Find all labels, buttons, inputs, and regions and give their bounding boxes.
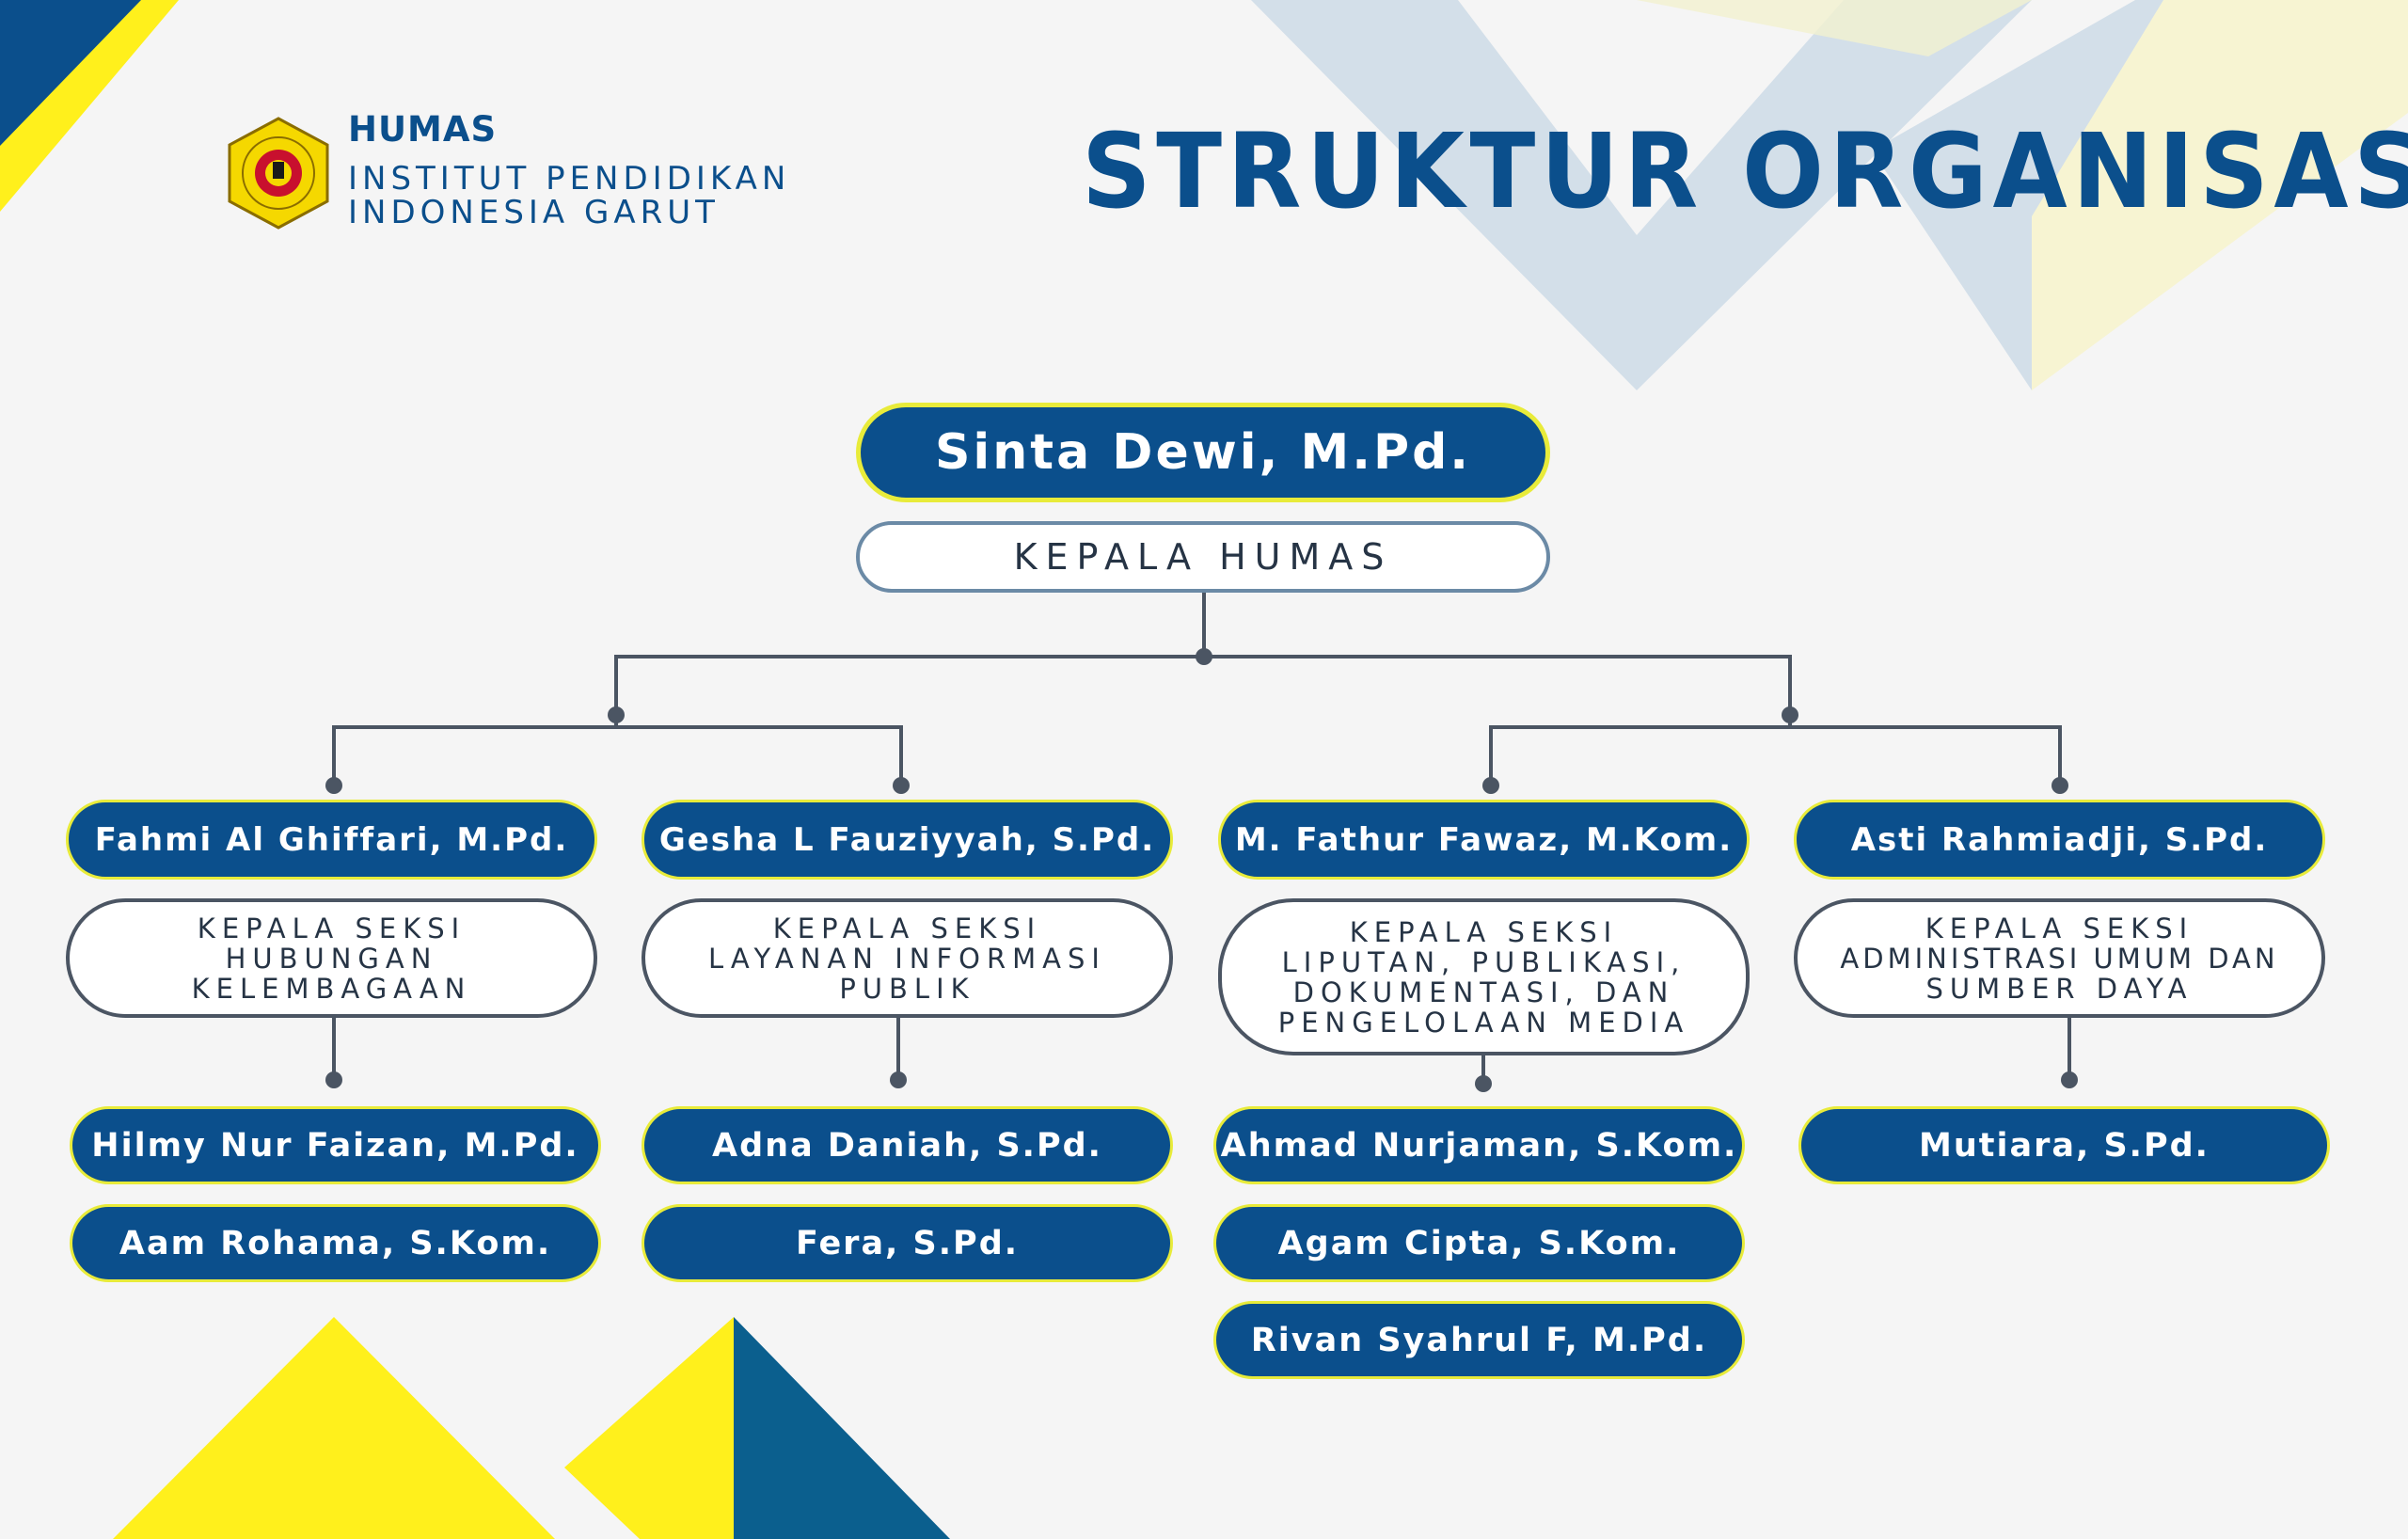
section-role-line: LIPUTAN, PUBLIKASI, xyxy=(1281,945,1687,978)
section-role-box: KEPALA SEKSI LAYANAN INFORMASI PUBLIK xyxy=(642,898,1173,1018)
institution-name-line2: INDONESIA GARUT xyxy=(348,194,720,231)
section-role-box: KEPALA SEKSI HUBUNGAN KELEMBAGAAN xyxy=(66,898,597,1018)
section-head-pill: Asti Rahmiadji, S.Pd. xyxy=(1794,800,2325,880)
member-name: Ahmad Nurjaman, S.Kom. xyxy=(1220,1126,1738,1165)
section-head-pill: Fahmi Al Ghiffari, M.Pd. xyxy=(66,800,597,880)
member-pill: Ahmad Nurjaman, S.Kom. xyxy=(1213,1106,1745,1184)
section-head-name: Gesha L Fauziyyah, S.Pd. xyxy=(658,820,1156,859)
section-head-name: M. Fathur Fawaz, M.Kom. xyxy=(1234,820,1734,859)
member-name: Fera, S.Pd. xyxy=(795,1224,1020,1262)
member-pill: Mutiara, S.Pd. xyxy=(1798,1106,2330,1184)
section-role-line: LAYANAN INFORMASI xyxy=(708,942,1106,975)
section-role-line: HUBUNGAN xyxy=(225,942,438,975)
section-role-line: PENGELOLAAN MEDIA xyxy=(1277,1006,1690,1039)
member-pill: Hilmy Nur Faizan, M.Pd. xyxy=(70,1106,601,1184)
member-name: Agam Cipta, S.Kom. xyxy=(1277,1224,1681,1262)
member-pill: Aam Rohama, S.Kom. xyxy=(70,1204,601,1282)
member-pill: Adna Daniah, S.Pd. xyxy=(642,1106,1173,1184)
section-role-box: KEPALA SEKSI ADMINISTRASI UMUM DAN SUMBE… xyxy=(1794,898,2325,1018)
brand-name: HUMAS xyxy=(348,109,498,150)
member-name: Mutiara, S.Pd. xyxy=(1919,1126,2210,1165)
section-head-name: Asti Rahmiadji, S.Pd. xyxy=(1850,820,2269,859)
section-head-name: Fahmi Al Ghiffari, M.Pd. xyxy=(94,820,569,859)
member-pill: Rivan Syahrul F, M.Pd. xyxy=(1213,1301,1745,1379)
section-head-pill: M. Fathur Fawaz, M.Kom. xyxy=(1218,800,1750,880)
section-role-line: ADMINISTRASI UMUM DAN xyxy=(1840,942,2279,975)
section-role-line: KEPALA SEKSI xyxy=(1349,915,1619,948)
section-role-line: PUBLIK xyxy=(839,972,975,1005)
section-role-line: DOKUMENTASI, DAN xyxy=(1292,976,1675,1008)
member-name: Adna Daniah, S.Pd. xyxy=(712,1126,1102,1165)
member-pill: Fera, S.Pd. xyxy=(642,1204,1173,1282)
section-role-line: KEPALA SEKSI xyxy=(1925,912,2194,944)
head-name-pill: Sinta Dewi, M.Pd. xyxy=(856,403,1550,502)
section-role-line: KEPALA SEKSI xyxy=(772,912,1042,944)
section-role-box: KEPALA SEKSI LIPUTAN, PUBLIKASI, DOKUMEN… xyxy=(1218,898,1750,1055)
head-name: Sinta Dewi, M.Pd. xyxy=(934,424,1472,481)
section-role-line: KELEMBAGAAN xyxy=(191,972,472,1005)
head-role: KEPALA HUMAS xyxy=(1013,536,1393,578)
university-seal-icon xyxy=(228,117,329,230)
page-title: STRUKTUR ORGANISASI xyxy=(1082,111,2408,231)
section-head-pill: Gesha L Fauziyyah, S.Pd. xyxy=(642,800,1173,880)
member-name: Aam Rohama, S.Kom. xyxy=(119,1224,552,1262)
section-role-line: SUMBER DAYA xyxy=(1925,972,2194,1005)
institution-name-line1: INSTITUT PENDIDIKAN xyxy=(348,160,791,198)
member-pill: Agam Cipta, S.Kom. xyxy=(1213,1204,1745,1282)
member-name: Hilmy Nur Faizan, M.Pd. xyxy=(91,1126,579,1165)
member-name: Rivan Syahrul F, M.Pd. xyxy=(1250,1321,1708,1359)
section-role-line: KEPALA SEKSI xyxy=(197,912,467,944)
head-role-box: KEPALA HUMAS xyxy=(856,521,1550,593)
